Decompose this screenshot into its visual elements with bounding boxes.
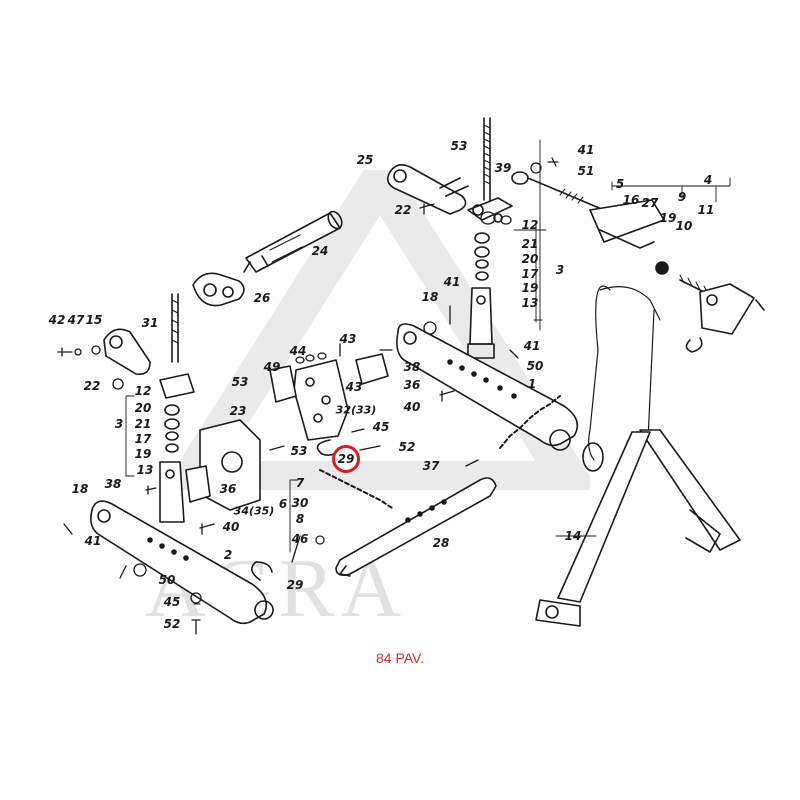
callout-34[interactable]: 34(35)	[233, 504, 275, 518]
callout-40a[interactable]: 40	[403, 400, 421, 414]
part-2-lower-link	[90, 500, 274, 625]
callout-37[interactable]: 37	[422, 459, 440, 473]
part-32-bracket	[269, 353, 389, 441]
callout-52b[interactable]: 52	[163, 617, 181, 631]
callout-1[interactable]: 1	[527, 377, 537, 391]
callout-19a[interactable]: 19	[659, 211, 677, 225]
callout-28[interactable]: 28	[432, 536, 450, 550]
callout-41b[interactable]: 41	[443, 275, 461, 289]
callout-52a[interactable]: 52	[398, 440, 416, 454]
callout-13a[interactable]: 13	[521, 296, 539, 310]
top-threaded-rod	[483, 117, 491, 201]
fork-bracket-top	[467, 197, 513, 223]
callout-2[interactable]: 2	[223, 548, 233, 562]
callout-23[interactable]: 23	[229, 404, 247, 418]
callout-19c[interactable]: 19	[134, 447, 152, 461]
callout-39[interactable]: 39	[494, 161, 512, 175]
leader-lines	[125, 139, 731, 605]
callout-27[interactable]: 27	[641, 196, 659, 210]
callout-11[interactable]: 11	[697, 203, 715, 217]
part-31-bracket	[103, 293, 179, 376]
part-25-lever	[386, 164, 469, 215]
callout-20a[interactable]: 20	[521, 252, 539, 266]
part-5-turnbuckle	[511, 171, 669, 275]
callout-18b[interactable]: 18	[71, 482, 89, 496]
small-hardware	[57, 157, 559, 635]
callout-41d[interactable]: 41	[84, 534, 102, 548]
callout-6[interactable]: 6	[278, 497, 288, 511]
callout-12b[interactable]: 12	[134, 384, 152, 398]
callout-25[interactable]: 25	[356, 153, 374, 167]
callout-10[interactable]: 10	[675, 219, 693, 233]
part-28-lower-arm	[335, 477, 497, 577]
callout-22b[interactable]: 22	[83, 379, 101, 393]
callout-16[interactable]: 16	[622, 193, 640, 207]
callout-14[interactable]: 14	[564, 529, 582, 543]
part-11-bracket	[679, 274, 765, 353]
callout-50a[interactable]: 50	[526, 359, 544, 373]
callout-24[interactable]: 24	[311, 244, 329, 258]
callout-29b[interactable]: 29	[286, 578, 304, 592]
callout-15[interactable]: 15	[85, 313, 103, 327]
callout-21b[interactable]: 21	[134, 417, 152, 431]
callout-17a[interactable]: 17	[521, 267, 539, 281]
callout-53b[interactable]: 53	[231, 375, 249, 389]
part-14-a-frame	[535, 429, 741, 627]
stabilizer-chain	[319, 395, 561, 509]
callout-43a[interactable]: 43	[339, 332, 357, 346]
part-13-link-right	[467, 287, 495, 359]
check-chain	[582, 285, 661, 472]
callout-42[interactable]: 42	[48, 313, 66, 327]
callout-8[interactable]: 8	[295, 512, 305, 526]
washer-stack-right	[474, 232, 490, 281]
callout-13b[interactable]: 13	[136, 463, 154, 477]
callout-46[interactable]: 46	[291, 532, 309, 546]
callout-3a[interactable]: 3	[555, 263, 565, 277]
part-24-shaft	[243, 210, 343, 273]
callout-19b[interactable]: 19	[521, 281, 539, 295]
callout-26[interactable]: 26	[253, 291, 271, 305]
callout-12a[interactable]: 12	[521, 218, 539, 232]
callout-53a[interactable]: 53	[450, 139, 468, 153]
callout-45b[interactable]: 45	[163, 595, 181, 609]
callout-30[interactable]: 30	[291, 496, 309, 510]
callout-31[interactable]: 31	[141, 316, 159, 330]
part-13-link-left	[159, 461, 185, 523]
callout-36b[interactable]: 36	[219, 482, 237, 496]
callout-40b[interactable]: 40	[222, 520, 240, 534]
callout-17b[interactable]: 17	[134, 432, 152, 446]
callout-22a[interactable]: 22	[394, 203, 412, 217]
callout-9[interactable]: 9	[677, 190, 687, 204]
callout-51[interactable]: 51	[577, 164, 595, 178]
callout-3b[interactable]: 3	[114, 417, 124, 431]
callout-41c[interactable]: 41	[523, 339, 541, 353]
callout-44[interactable]: 44	[289, 344, 307, 358]
washer-stack-left	[159, 373, 195, 453]
callout-41a[interactable]: 41	[577, 143, 595, 157]
highlighted-part-callout[interactable]: 29	[332, 445, 360, 473]
callout-38b[interactable]: 38	[104, 477, 122, 491]
callout-38a[interactable]: 38	[403, 360, 421, 374]
callout-18a[interactable]: 18	[421, 290, 439, 304]
callout-32[interactable]: 32(33)	[335, 403, 377, 417]
callout-43b[interactable]: 43	[345, 380, 363, 394]
callout-36a[interactable]: 36	[403, 378, 421, 392]
callout-21a[interactable]: 21	[521, 237, 539, 251]
callout-7[interactable]: 7	[295, 476, 305, 490]
callout-49[interactable]: 49	[263, 360, 281, 374]
callout-47[interactable]: 47	[67, 313, 85, 327]
page-caption: 84 PAV.	[375, 650, 424, 666]
callout-50b[interactable]: 50	[158, 573, 176, 587]
callout-5[interactable]: 5	[615, 177, 625, 191]
part-36-housing	[185, 419, 261, 511]
part-26-clevis	[192, 272, 245, 307]
callout-53c[interactable]: 53	[290, 444, 308, 458]
callout-45a[interactable]: 45	[372, 420, 390, 434]
callout-4[interactable]: 4	[703, 173, 713, 187]
callout-20b[interactable]: 20	[134, 401, 152, 415]
